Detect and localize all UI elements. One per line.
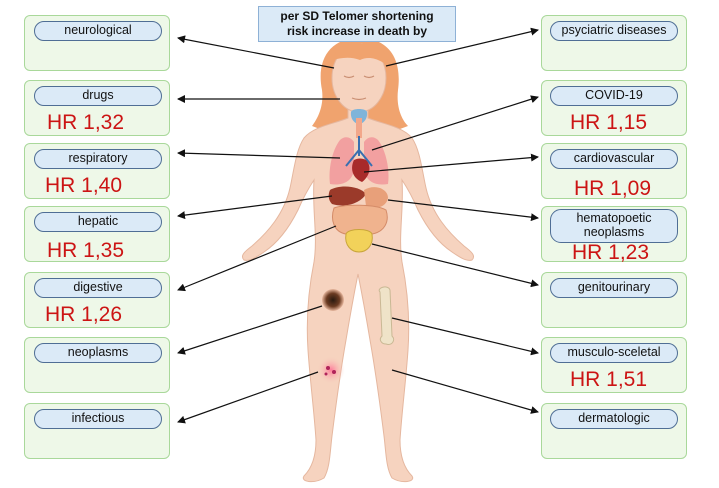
lungs-left bbox=[329, 137, 354, 185]
label-drugs: drugs bbox=[34, 86, 162, 106]
box-neurological: neurological bbox=[24, 15, 170, 71]
label-dermatologic: dermatologic bbox=[550, 409, 678, 429]
stomach bbox=[364, 187, 388, 208]
arrow-genitourinary bbox=[371, 243, 539, 288]
hr-covid-19: HR 1,15 bbox=[570, 111, 648, 134]
hr-digestive: HR 1,26 bbox=[45, 303, 123, 326]
box-cardiovascular: cardiovascular HR 1,09 bbox=[541, 143, 687, 200]
hr-musculo-sceletal: HR 1,51 bbox=[570, 368, 648, 391]
arrow-hematopoetic bbox=[387, 199, 539, 222]
intestines bbox=[332, 204, 388, 235]
box-genitourinary: genitourinary bbox=[541, 272, 687, 328]
title-line-2: risk increase in death by bbox=[286, 24, 428, 38]
box-hepatic: hepatic HR 1,35 bbox=[24, 206, 170, 262]
arrow-neurological bbox=[177, 35, 335, 69]
label-neoplasms: neoplasms bbox=[34, 343, 162, 363]
box-drugs: drugs HR 1,32 bbox=[24, 80, 170, 136]
infection-spot bbox=[317, 356, 345, 384]
box-neoplasms: neoplasms bbox=[24, 337, 170, 393]
label-cardiovascular: cardiovascular bbox=[550, 149, 678, 169]
arrow-dermatologic bbox=[391, 369, 539, 414]
box-infectious: infectious bbox=[24, 403, 170, 459]
label-hepatic: hepatic bbox=[34, 212, 162, 232]
hr-cardiovascular: HR 1,09 bbox=[574, 177, 652, 200]
arrow-covid bbox=[371, 95, 539, 151]
box-respiratory: respiratory HR 1,40 bbox=[24, 143, 170, 199]
skin-lesion bbox=[322, 289, 344, 311]
arrow-neoplasms bbox=[177, 305, 323, 355]
box-psyciatric-diseases: psyciatric diseases bbox=[541, 15, 687, 71]
arrow-respiratory bbox=[177, 149, 341, 159]
hr-drugs: HR 1,32 bbox=[47, 111, 125, 134]
arrow-cardiovascular bbox=[363, 153, 539, 173]
arrow-infectious bbox=[177, 371, 319, 424]
box-digestive: digestive HR 1,26 bbox=[24, 272, 170, 328]
label-digestive: digestive bbox=[34, 278, 162, 298]
organs bbox=[328, 109, 389, 253]
connector-arrows bbox=[177, 27, 539, 424]
label-genitourinary: genitourinary bbox=[550, 278, 678, 298]
bladder bbox=[345, 229, 373, 253]
liver bbox=[328, 186, 366, 206]
hr-hepatic: HR 1,35 bbox=[47, 239, 125, 262]
arrow-musculo bbox=[391, 317, 539, 356]
heart bbox=[352, 158, 370, 182]
face bbox=[343, 75, 375, 101]
label-respiratory: respiratory bbox=[34, 149, 162, 169]
box-covid-19: COVID-19 HR 1,15 bbox=[541, 80, 687, 136]
diagram-title: per SD Telomer shortening risk increase … bbox=[258, 6, 456, 42]
lungs-right bbox=[364, 137, 389, 185]
label-hematopoetic-neoplasms: hematopoetic neoplasms bbox=[550, 209, 678, 243]
thyroid bbox=[350, 109, 368, 124]
arrow-digestive bbox=[177, 225, 337, 292]
hr-respiratory: HR 1,40 bbox=[45, 174, 123, 197]
box-musculo-sceletal: musculo-sceletal HR 1,51 bbox=[541, 337, 687, 393]
arrow-hepatic bbox=[177, 195, 333, 220]
bone bbox=[378, 286, 395, 345]
box-hematopoetic-neoplasms: hematopoetic neoplasms HR 1,23 bbox=[541, 206, 687, 264]
label-infectious: infectious bbox=[34, 409, 162, 429]
label-neurological: neurological bbox=[34, 21, 162, 41]
arrow-psyciatric bbox=[385, 27, 539, 67]
label-covid-19: COVID-19 bbox=[550, 86, 678, 106]
body-silhouette bbox=[241, 43, 475, 483]
box-dermatologic: dermatologic bbox=[541, 403, 687, 459]
label-psyciatric-diseases: psyciatric diseases bbox=[550, 21, 678, 41]
label-musculo-sceletal: musculo-sceletal bbox=[550, 343, 678, 363]
hr-hematopoetic-neoplasms: HR 1,23 bbox=[572, 241, 650, 264]
title-line-1: per SD Telomer shortening bbox=[280, 9, 434, 23]
